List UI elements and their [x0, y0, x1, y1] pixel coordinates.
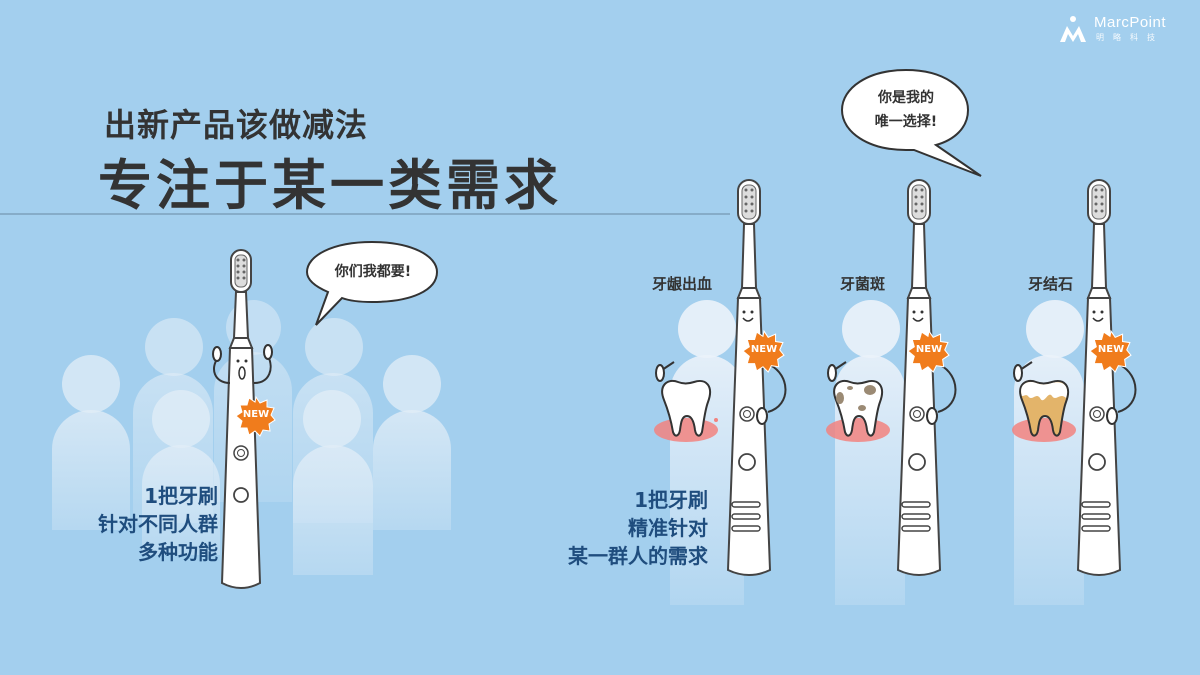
speech-line: 唯一选择! — [874, 114, 938, 130]
bleeding-gum-tooth-icon — [654, 361, 718, 442]
speech-bubble-shape — [840, 68, 982, 177]
product-bleeding-gum: 牙龈出血 NEW — [630, 175, 820, 605]
new-badge-text: NEW — [750, 344, 778, 355]
new-badge: NEW — [742, 329, 785, 373]
speech-bubble-left: 你们我都要! — [302, 240, 442, 330]
starburst-badge-icon — [1089, 329, 1132, 373]
caption-line: 1把牙刷 — [144, 484, 218, 508]
product-label: 牙龈出血 — [652, 275, 713, 293]
new-badge: NEW — [235, 395, 276, 437]
speech-bubble-text: 你们我都要! — [334, 264, 412, 280]
title-divider — [0, 213, 730, 215]
speech-line: 你是我的 — [878, 90, 934, 106]
starburst-badge-icon — [907, 329, 950, 373]
caption-line: 针对不同人群 — [98, 512, 218, 536]
new-badge-text: NEW — [242, 409, 270, 420]
product-tartar: 牙结石 NEW — [990, 175, 1180, 605]
page-title: 专注于某一类需求 — [98, 154, 562, 217]
tartar-tooth-icon — [1012, 361, 1076, 442]
speech-bubble-right: 你是我的 唯一选择! — [836, 68, 986, 178]
product-plaque: 牙菌斑 NEW — [800, 175, 990, 605]
starburst-badge-icon — [235, 395, 276, 437]
toothbrush-illustration — [1076, 179, 1137, 576]
new-badge: NEW — [907, 329, 950, 373]
caption-line: 多种功能 — [138, 540, 218, 564]
marcpoint-logo-icon — [1060, 16, 1086, 42]
page-subtitle: 出新产品该做减法 — [104, 106, 369, 144]
speech-bubble-text: 你是我的 唯一选择! — [844, 86, 968, 134]
new-badge-text: NEW — [1097, 344, 1125, 355]
product-label: 牙结石 — [1028, 275, 1074, 293]
logo-subtitle: 明略科技 — [1096, 33, 1164, 42]
toothbrush-left: NEW — [200, 248, 310, 602]
left-caption: 1把牙刷 针对不同人群 多种功能 — [40, 482, 218, 566]
toothbrush-illustration — [896, 179, 957, 576]
caption-line: 1把牙刷 — [634, 488, 708, 512]
brand-logo: MarcPoint 明略科技 — [1058, 12, 1178, 46]
logo-name: MarcPoint — [1094, 14, 1167, 31]
new-badge: NEW — [1089, 329, 1132, 373]
plaque-tooth-icon — [826, 361, 890, 442]
caption-line: 精准针对 — [628, 516, 708, 540]
toothbrush-illustration — [212, 249, 273, 589]
starburst-badge-icon — [742, 329, 785, 373]
right-caption: 1把牙刷 精准针对 某一群人的需求 — [520, 486, 708, 570]
caption-line: 某一群人的需求 — [568, 544, 708, 568]
product-label: 牙菌斑 — [840, 275, 886, 293]
speech-bubble-shape — [305, 240, 439, 326]
new-badge-text: NEW — [915, 344, 943, 355]
